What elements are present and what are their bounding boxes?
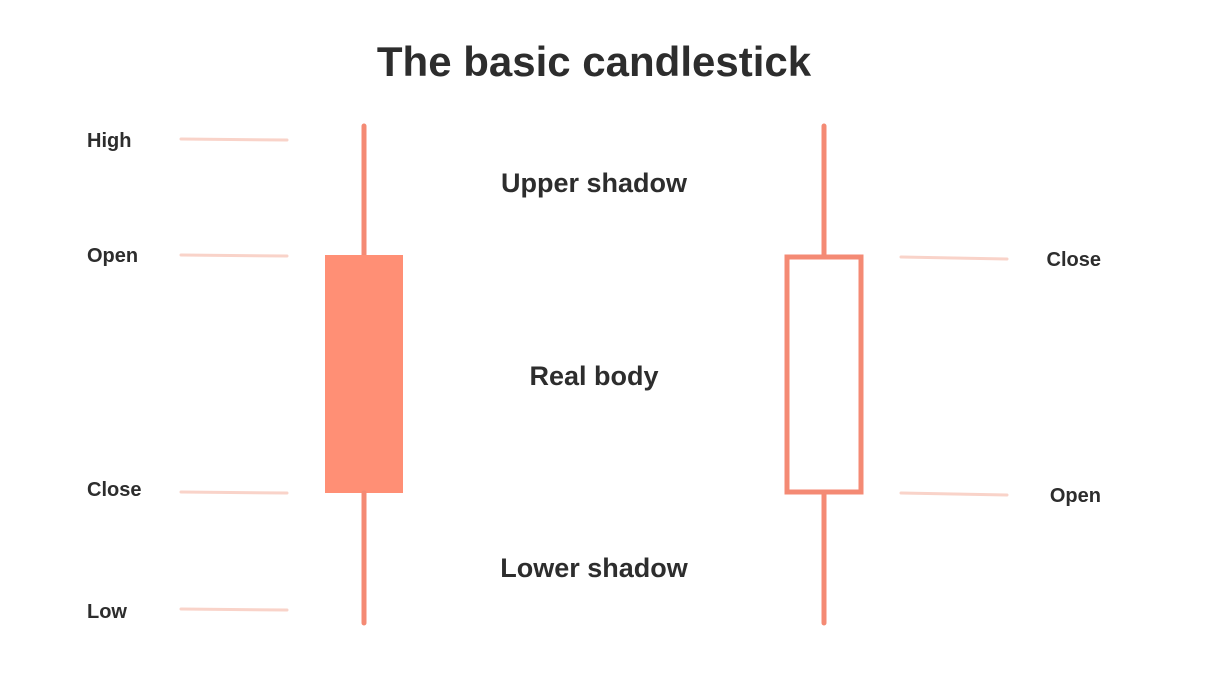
label-open-left: Open (87, 245, 138, 267)
label-real-body: Real body (529, 361, 658, 391)
left-real-body (325, 255, 403, 493)
right-candle (784, 123, 864, 626)
guide-line-high (179, 137, 289, 142)
guide-line-open-right (899, 491, 1009, 497)
guide-line-close-left (179, 490, 289, 495)
label-high: High (87, 130, 131, 152)
label-lower-shadow: Lower shadow (500, 553, 689, 583)
label-close-left: Close (87, 479, 141, 501)
guide-line-close-right (899, 255, 1009, 261)
label-upper-shadow: Upper shadow (501, 168, 688, 198)
diagram-title: The basic candlestick (377, 38, 812, 85)
label-open-right: Open (1050, 485, 1101, 507)
label-low: Low (87, 601, 127, 623)
label-close-right: Close (1047, 249, 1101, 271)
right-real-body (784, 254, 864, 495)
guide-line-low (179, 607, 289, 612)
left-candle (325, 123, 403, 626)
guide-line-open-left (179, 253, 289, 258)
